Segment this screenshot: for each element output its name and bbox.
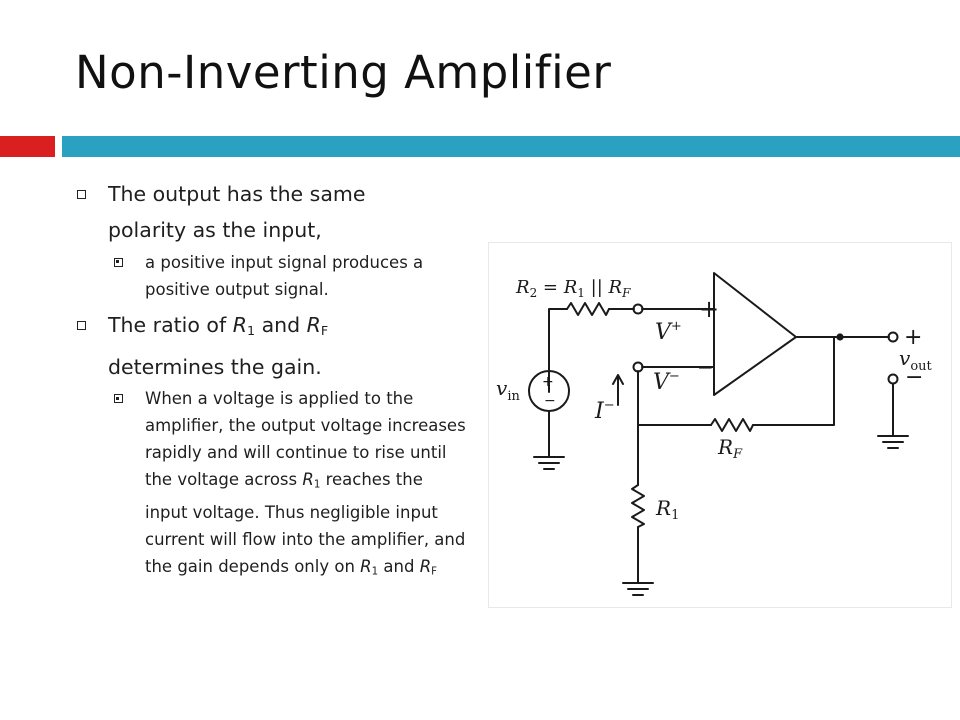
bullet-polarity-text: The output has the same polarity as the … [108,182,366,242]
rf-resistor [710,418,754,432]
r1-subscript: 1 [246,323,256,339]
bullet-polarity: The output has the same polarity as the … [75,176,438,248]
v-minus-label: V− [653,369,680,395]
v-plus-label: V+ [655,319,682,345]
r1-symbol: R [360,556,372,576]
subbullet-box-icon [114,394,123,404]
rf-subscript: F [431,566,438,578]
vin-label: vin [496,376,520,404]
explanation-text-mid: reaches the input voltage. Thus negligib… [145,470,466,576]
subbullet-explanation: When a voltage is applied to the amplifi… [112,385,470,585]
output-junction [836,333,844,341]
bullet-box-icon [77,321,86,330]
explanation-text-pre: When a voltage is applied to the amplifi… [145,389,466,490]
circuit-svg: R2 = R1 || RF + − V+ V− I− + − vin + − v… [496,272,933,596]
r1-label: R1 [655,496,679,523]
vout-plus-sign: + [904,325,922,350]
bullet-box-icon [77,190,86,199]
bullet-gain-text-and: and [255,313,307,337]
node-vout-plus [887,331,899,343]
i-minus-label: I− [594,398,615,424]
bullet-gain-ratio: The ratio of R1 and RF determines the ga… [75,307,438,385]
r1-symbol: R [302,470,314,490]
r2-equation: R2 = R1 || RF [515,277,631,300]
rf-label: RF [717,435,743,462]
current-arrow [612,374,624,406]
r1-resistor [631,484,645,528]
subbullet-positive-signal-text: a positive input signal produces a posit… [145,253,424,299]
bullet-list: The output has the same polarity as the … [75,176,495,585]
wire-vin-top [548,308,568,393]
wire-feedback-right [752,336,835,426]
r1-subscript: 1 [371,566,379,578]
bullet-gain-text-post: determines the gain. [108,355,322,380]
r1-subscript: 1 [313,479,321,491]
subbullet-positive-signal: a positive input signal produces a posit… [112,249,485,303]
subbullet-box-icon [114,258,123,267]
ground-vin-icon [533,456,565,470]
opamp-plus-sign: + [699,295,719,323]
vin-source-plus: + [542,374,554,390]
ground-r1-icon [622,582,654,596]
accent-bar-blue [62,136,960,157]
rf-symbol: R [419,556,432,576]
explanation-text-and: and [378,556,420,576]
bullet-gain-text-pre: The ratio of [108,313,233,337]
node-vout-minus [887,373,899,385]
vout-label: vout [899,346,933,374]
circuit-diagram: R2 = R1 || RF + − V+ V− I− + − vin + − v… [489,243,951,607]
opamp-minus-sign: − [697,355,714,379]
vout-minus-sign: − [905,365,923,390]
rf-symbol: R [306,313,321,337]
slide-title: Non-Inverting Amplifier [75,46,612,99]
r2-resistor [566,302,610,316]
rf-subscript: F [320,323,329,339]
accent-bar-red [0,136,55,157]
opamp-triangle [713,272,797,396]
r1-symbol: R [232,313,247,337]
vin-source-minus: − [544,393,556,409]
ground-output-icon [877,435,909,449]
